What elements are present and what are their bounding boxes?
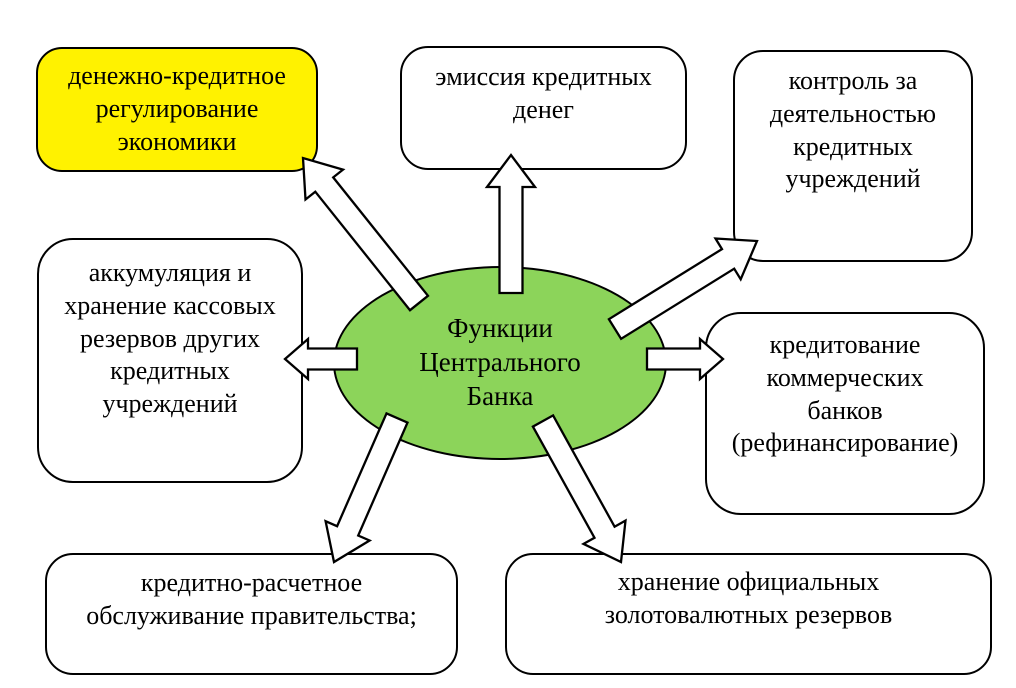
node-label: аккумуляция и хранение кассовых резервов… <box>64 258 276 418</box>
node-emission: эмиссия кредитных денег <box>400 46 687 170</box>
node-lending: кредитование коммерческих банков (рефина… <box>705 312 985 515</box>
node-label: кредитование коммерческих банков (рефина… <box>731 330 959 458</box>
center-label: Функции Центрального Банка <box>419 313 581 411</box>
node-label: хранение официальных золотовалютных резе… <box>604 567 893 629</box>
node-control: контроль за деятельностью кредитных учре… <box>733 50 973 262</box>
center-ellipse: Функции Центрального Банка <box>333 266 667 460</box>
node-label: денежно-кредитное регулирование экономик… <box>68 61 286 156</box>
node-label: кредитно-расчетное обслуживание правител… <box>86 568 417 630</box>
node-gold-reserves: хранение официальных золотовалютных резе… <box>505 553 992 675</box>
node-accumulation: аккумуляция и хранение кассовых резервов… <box>37 238 303 483</box>
node-monetary-regulation: денежно-кредитное регулирование экономик… <box>36 47 318 172</box>
node-label: эмиссия кредитных денег <box>435 62 652 124</box>
node-label: контроль за деятельностью кредитных учре… <box>769 66 937 194</box>
node-government-services: кредитно-расчетное обслуживание правител… <box>45 553 458 675</box>
